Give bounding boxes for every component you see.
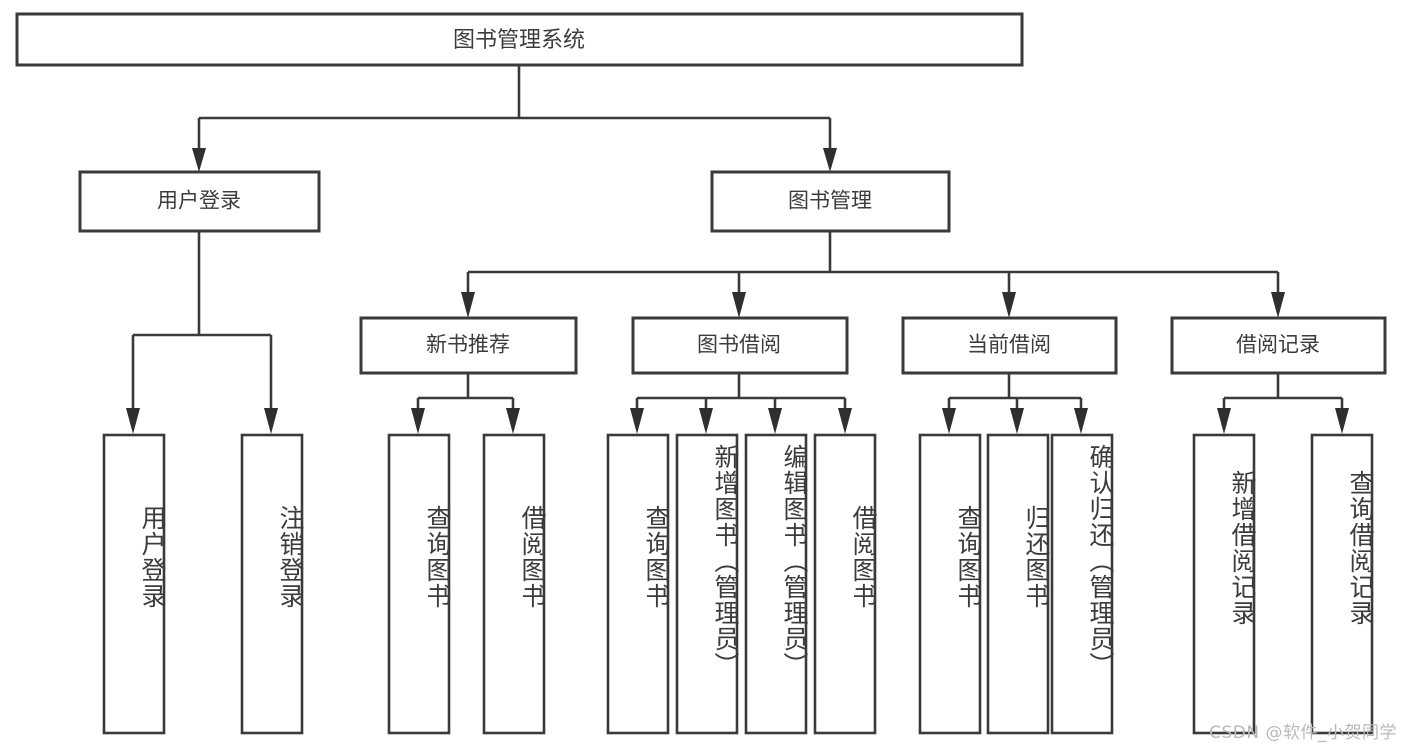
node-root-label: 图书管理系统 <box>453 27 585 52</box>
node-new-book-rec-label: 新书推荐 <box>426 334 510 357</box>
arrow-to-bb-add-book <box>699 408 713 434</box>
node-book-borrow-box[interactable] <box>631 316 849 375</box>
csdn-watermark: CSDN @软件_小贺同学 <box>1209 723 1397 743</box>
node-leaf-bb-edit-book-box[interactable] <box>744 433 808 735</box>
arrow-to-current-borrow <box>1002 292 1016 318</box>
node-user-login[interactable]: 用户登录 <box>78 170 321 233</box>
node-leaf-logout-box[interactable] <box>240 433 304 735</box>
arrow-to-leaf-user-login <box>126 408 140 434</box>
arrow-to-bb-query-book <box>630 408 644 434</box>
node-new-book-rec[interactable]: 新书推荐 <box>359 316 578 375</box>
arrow-to-cb-query-book <box>942 408 956 434</box>
node-book-mgmt[interactable]: 图书管理 <box>710 170 951 233</box>
arrow-to-br-query-record <box>1335 408 1349 434</box>
arrow-to-user-login <box>192 148 206 172</box>
node-borrow-record-box[interactable] <box>1170 316 1387 375</box>
node-leaf-cb-query-book-box[interactable] <box>918 433 982 735</box>
nodes-layer: 图书管理系统 用户登录 图书管理 新书推荐 图书借阅 <box>15 12 1387 735</box>
arrow-to-book-borrow <box>732 292 746 318</box>
arrow-to-br-add-record <box>1217 408 1231 434</box>
node-leaf-bb-borrow-book-box[interactable] <box>813 433 877 735</box>
node-book-borrow-label: 图书借阅 <box>697 334 781 357</box>
arrow-to-bb-borrow-book <box>838 408 852 434</box>
node-leaf-user-login-box[interactable] <box>102 433 166 735</box>
node-borrow-record-label: 借阅记录 <box>1236 334 1320 357</box>
node-root[interactable]: 图书管理系统 <box>15 12 1024 67</box>
node-leaf-rec-borrow-book-box[interactable] <box>482 433 546 735</box>
arrow-to-new-book-rec <box>461 292 475 318</box>
arrow-to-rec-query-book <box>411 408 425 434</box>
node-user-login-box[interactable] <box>78 170 321 233</box>
arrow-to-rec-borrow-book <box>506 408 520 434</box>
arrow-to-borrow-record <box>1271 292 1285 318</box>
node-leaf-cb-return-book-box[interactable] <box>986 433 1050 735</box>
node-leaf-br-query-record-box[interactable] <box>1310 433 1374 735</box>
node-book-borrow[interactable]: 图书借阅 <box>631 316 849 375</box>
node-borrow-record[interactable]: 借阅记录 <box>1170 316 1387 375</box>
node-user-login-label: 用户登录 <box>157 190 241 213</box>
node-leaf-cb-confirm-return-box[interactable] <box>1050 433 1114 735</box>
arrow-to-book-mgmt <box>823 148 837 172</box>
node-book-mgmt-label: 图书管理 <box>788 190 872 213</box>
node-leaf-bb-add-book-box[interactable] <box>675 433 739 735</box>
arrow-to-cb-confirm-return <box>1074 408 1088 434</box>
connectors-layer <box>126 66 1349 434</box>
node-book-mgmt-box[interactable] <box>710 170 951 233</box>
node-current-borrow-box[interactable] <box>901 316 1118 375</box>
node-current-borrow[interactable]: 当前借阅 <box>901 316 1118 375</box>
arrow-to-bb-edit-book <box>768 408 782 434</box>
node-leaf-rec-query-book-box[interactable] <box>387 433 451 735</box>
node-root-box[interactable] <box>15 12 1024 67</box>
arrow-to-cb-return-book <box>1010 408 1024 434</box>
node-leaf-bb-query-book-box[interactable] <box>606 433 670 735</box>
node-new-book-rec-box[interactable] <box>359 316 578 375</box>
arrow-to-leaf-logout <box>264 408 278 434</box>
node-current-borrow-label: 当前借阅 <box>967 334 1051 357</box>
node-leaf-br-add-record-box[interactable] <box>1192 433 1256 735</box>
